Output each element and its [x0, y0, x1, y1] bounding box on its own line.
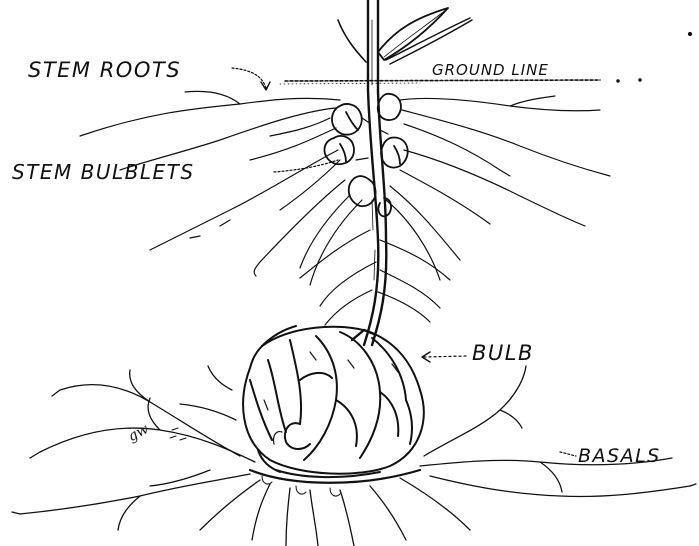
ground-line-label: GROUND LINE	[432, 63, 549, 78]
leaf-left	[338, 20, 366, 62]
leader-lines	[232, 68, 576, 456]
leaf-right-upper	[386, 18, 470, 60]
basals-label: BASALS	[578, 447, 661, 466]
stem-bulblets-cluster	[324, 94, 407, 216]
bulb-label: BULB	[472, 343, 534, 364]
main-bulb	[243, 326, 424, 477]
stem-roots	[80, 91, 610, 325]
underground-stem	[364, 90, 386, 345]
stem-bulblets-label: STEM BULBLETS	[12, 162, 195, 182]
stem-roots-label: STEM ROOTS	[28, 60, 181, 81]
